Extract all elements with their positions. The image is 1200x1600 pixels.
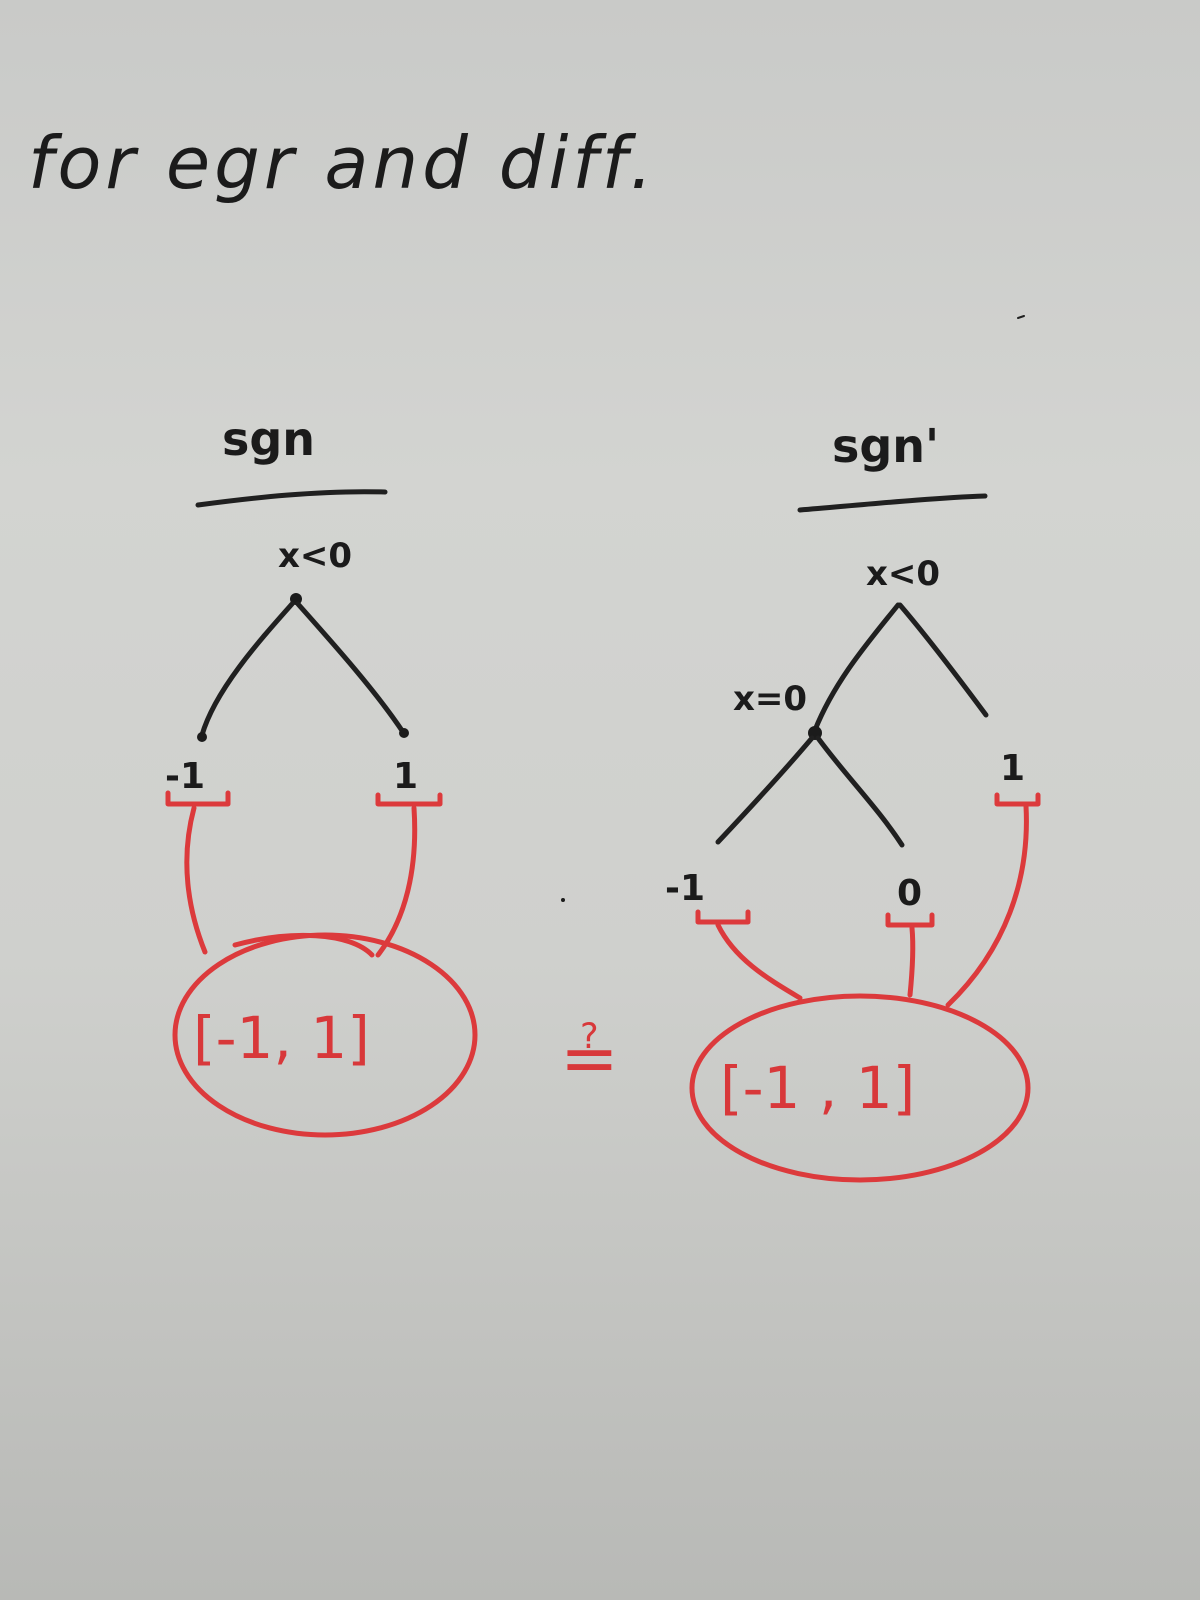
right-tree-connector-neg1 <box>715 922 803 1001</box>
right-tree-root-left-branch <box>812 602 901 733</box>
right-tree: sgn' x<0 x=0 -1 0 1 [-1 , 1] <box>665 419 1041 1183</box>
left-tree-result-interval: [-1, 1] <box>193 1004 370 1072</box>
left-tree-connector-left <box>184 805 208 955</box>
right-tree-bracket-neg1 <box>695 909 751 925</box>
right-tree-condition-inner: x=0 <box>733 679 807 719</box>
right-tree-bracket-zero <box>885 912 935 928</box>
left-tree-right-branch <box>295 601 406 735</box>
right-tree-root-right-branch <box>897 602 989 718</box>
left-tree-condition: x<0 <box>278 536 352 576</box>
left-tree-result-ellipse-overlap <box>232 932 375 958</box>
right-tree-title-underline <box>797 493 988 513</box>
board-mark-2 <box>1017 315 1025 319</box>
right-tree-leaf-zero: 0 <box>897 873 922 914</box>
right-tree-leaf-neg1: -1 <box>665 868 705 909</box>
left-tree-bracket-pos1 <box>375 792 443 807</box>
right-tree-title: sgn' <box>832 419 939 473</box>
right-tree-inner-right-branch <box>815 735 905 848</box>
comparison-symbol: ≟ <box>560 1017 619 1099</box>
left-tree-right-leaf-node <box>399 728 409 738</box>
right-tree-inner-left-branch <box>715 735 815 845</box>
right-tree-result-interval: [-1 , 1] <box>720 1054 915 1122</box>
board-mark-1 <box>561 898 565 902</box>
left-tree-left-branch <box>199 601 295 738</box>
right-tree-leaf-pos1: 1 <box>1000 748 1025 789</box>
left-tree: sgn x<0 -1 1 [-1, 1] <box>165 412 478 1138</box>
left-tree-connector-right <box>375 805 418 958</box>
left-tree-leaf-pos1: 1 <box>393 756 418 797</box>
left-tree-title: sgn <box>222 412 315 466</box>
right-tree-connector-zero <box>907 925 916 998</box>
right-tree-bracket-pos1 <box>994 792 1041 807</box>
left-tree-bracket-neg1 <box>165 790 231 807</box>
heading-text: for egr and diff. <box>28 121 657 205</box>
left-tree-leaf-neg1: -1 <box>165 756 205 797</box>
left-tree-left-leaf-node <box>197 732 207 742</box>
right-tree-result-ellipse <box>689 993 1031 1183</box>
right-tree-condition-root: x<0 <box>866 554 940 594</box>
right-tree-connector-pos1 <box>945 803 1029 1008</box>
left-tree-title-underline <box>195 489 388 508</box>
